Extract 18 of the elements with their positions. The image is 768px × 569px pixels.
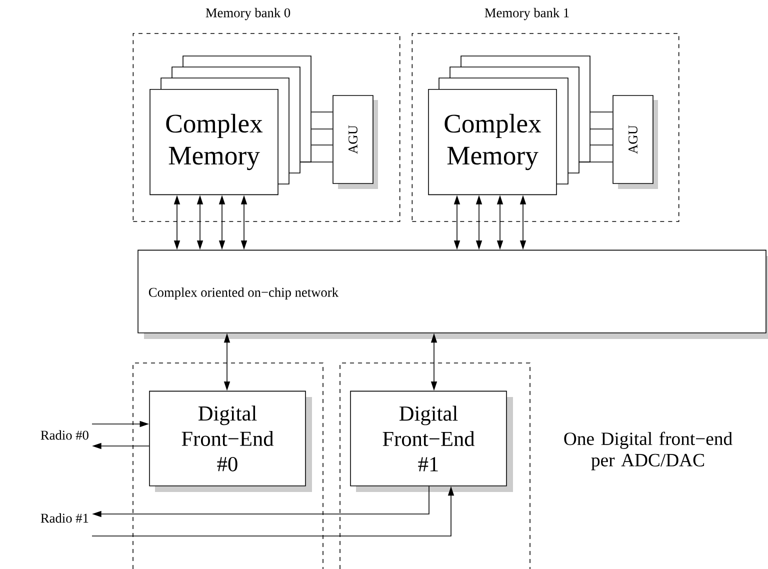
connector-line <box>311 128 333 130</box>
connector-line <box>590 144 613 146</box>
node-label: Memory bank 1 <box>484 8 569 20</box>
memory-stack: Complex Memory <box>150 56 312 196</box>
dashed-region <box>340 362 530 569</box>
network-box: Complex oriented on−chip network <box>138 250 768 339</box>
radio-label: Radio #0 <box>40 430 88 440</box>
agu-box: AGU <box>332 95 378 189</box>
node-label: Memory bank 0 <box>206 8 290 20</box>
front-end-box: Digital Front−End #1 <box>350 390 513 492</box>
memory-stack: Complex Memory <box>428 56 590 196</box>
front-end-box: Digital Front−End #0 <box>149 390 312 492</box>
dashed-region <box>132 362 324 569</box>
agu-box: AGU <box>612 95 658 189</box>
connector-line <box>311 144 333 146</box>
note-text: One Digital front−end per ADC/DAC <box>564 432 732 470</box>
radio-label: Radio #1 <box>40 513 88 523</box>
connector-line <box>590 128 613 130</box>
